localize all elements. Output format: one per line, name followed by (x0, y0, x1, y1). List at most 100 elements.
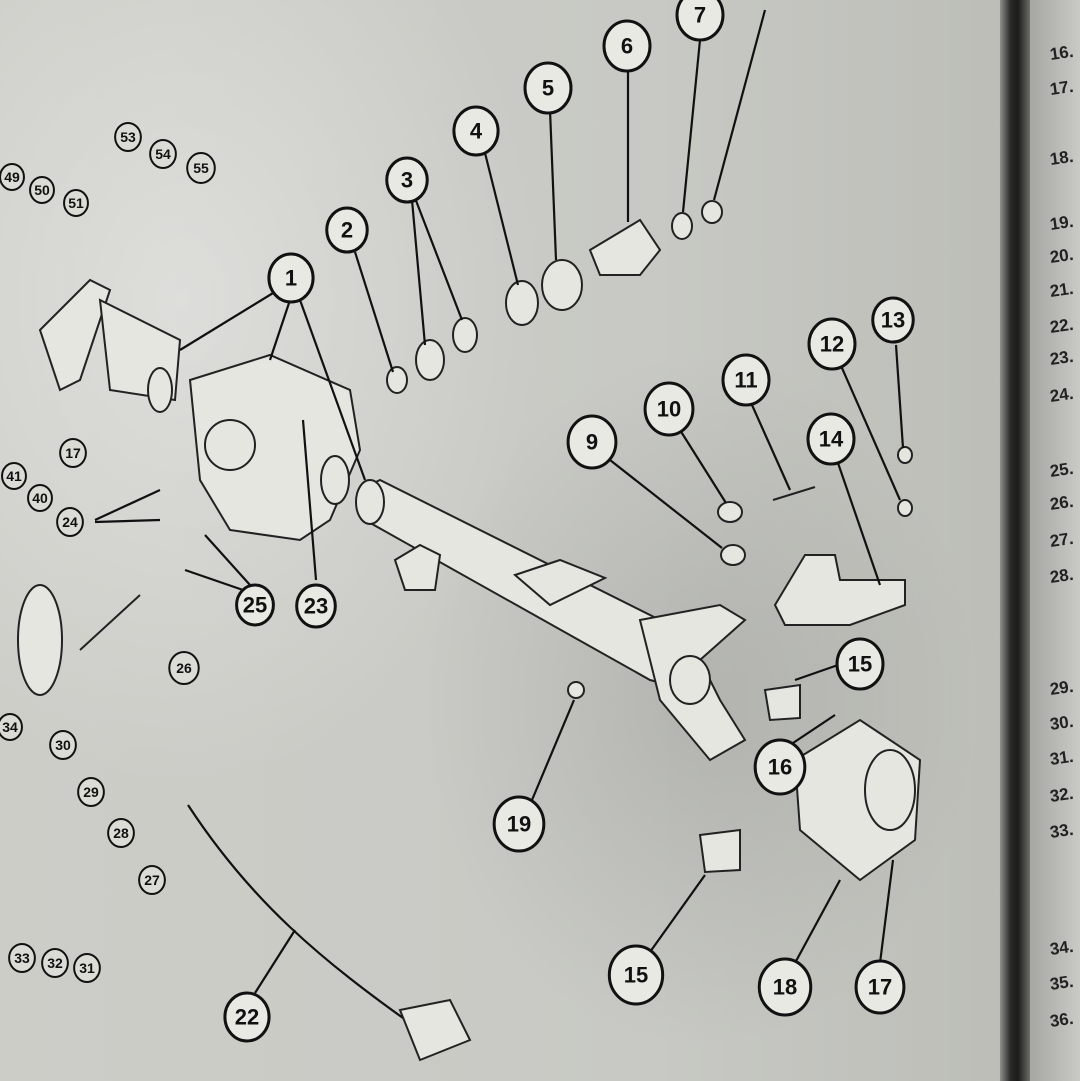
callout-23: 23 (295, 583, 337, 629)
callout-label: 30 (55, 737, 71, 753)
callout-label: 15 (848, 652, 872, 677)
parts-list-number: 35. (1048, 971, 1075, 994)
parts-list-number: 30. (1048, 711, 1075, 734)
callout-label: 17 (868, 975, 892, 1000)
leader-lines (94, 9, 905, 994)
callout-7: 7 (675, 0, 725, 42)
callout-6: 6 (602, 19, 652, 73)
callout-label: 27 (144, 872, 160, 888)
callout-49: 49 (0, 163, 25, 191)
parts-list-number: 23. (1048, 346, 1075, 369)
callout-label: 22 (235, 1005, 259, 1030)
parts-list-number: 36. (1048, 1008, 1075, 1031)
callout-label: 32 (47, 955, 63, 971)
parts-list-number: 26. (1048, 491, 1075, 514)
parts-list-number: 27. (1048, 528, 1075, 551)
callout-label: 6 (621, 34, 633, 59)
callout-55: 55 (186, 152, 216, 184)
callout-15: 15 (607, 944, 665, 1006)
callout-label: 9 (586, 430, 598, 455)
book-gutter (1000, 0, 1030, 1081)
callout-27: 27 (138, 865, 166, 895)
callout-label: 10 (657, 397, 681, 422)
parts-list-number: 32. (1048, 783, 1075, 806)
callout-51: 51 (63, 189, 89, 217)
parts-list-number: 18. (1048, 146, 1075, 169)
callout-15: 15 (835, 637, 885, 691)
parts-list-number: 34. (1048, 936, 1075, 959)
callout-label: 23 (304, 594, 328, 619)
callout-label: 14 (819, 427, 844, 452)
callout-13: 13 (871, 296, 915, 344)
callout-label: 29 (83, 784, 99, 800)
callout-label: 1 (285, 266, 297, 291)
callout-28: 28 (107, 818, 135, 848)
callout-label: 7 (694, 3, 706, 28)
parts-list-number: 29. (1048, 676, 1075, 699)
callout-1: 1 (267, 252, 315, 304)
callout-label: 5 (542, 76, 554, 101)
callout-4: 4 (452, 105, 500, 157)
callout-label: 34 (2, 719, 18, 735)
differential-housing (188, 353, 362, 542)
callout-34: 34 (0, 713, 23, 741)
parts-list-number: 28. (1048, 564, 1075, 587)
callout-label: 4 (470, 119, 483, 144)
callout-30: 30 (49, 730, 77, 760)
callout-24: 24 (56, 507, 84, 537)
callout-9: 9 (566, 414, 618, 470)
callout-40: 40 (27, 484, 53, 512)
parts-list-number: 16. (1048, 41, 1075, 64)
callout-label: 54 (155, 146, 171, 162)
parts-list-number: 22. (1048, 314, 1075, 337)
callout-17: 17 (854, 959, 906, 1015)
yoke-assembly (17, 278, 182, 696)
axle-tube (355, 478, 702, 692)
callout-14: 14 (806, 412, 856, 466)
callout-label: 40 (32, 490, 48, 506)
callout-26: 26 (168, 651, 200, 685)
callout-label: 18 (773, 975, 797, 1000)
callout-16: 16 (753, 738, 807, 796)
callout-54: 54 (149, 139, 177, 169)
callout-label: 50 (34, 182, 50, 198)
callout-label: 26 (176, 660, 192, 676)
callout-2: 2 (325, 206, 369, 254)
callout-label: 24 (62, 514, 78, 530)
axle-end-knuckle (567, 554, 922, 882)
callout-label: 13 (881, 308, 905, 333)
callout-label: 51 (68, 195, 84, 211)
parts-list-number: 24. (1048, 383, 1075, 406)
callout-3: 3 (385, 156, 429, 204)
facing-page (1030, 0, 1080, 1081)
callout-label: 25 (243, 593, 267, 618)
parts-list-number: 21. (1048, 278, 1075, 301)
callout-19: 19 (492, 795, 546, 853)
callout-label: 15 (624, 963, 648, 988)
parts-list-number: 33. (1048, 819, 1075, 842)
callout-41: 41 (1, 462, 27, 490)
callout-10: 10 (643, 381, 695, 437)
callout-label: 41 (6, 468, 22, 484)
callout-25: 25 (235, 583, 275, 627)
callout-29: 29 (77, 777, 105, 807)
callout-label: 11 (734, 368, 757, 393)
callout-53: 53 (114, 122, 142, 152)
callout-17: 17 (59, 438, 87, 468)
callout-18: 18 (757, 957, 813, 1017)
parts-list-number: 25. (1048, 458, 1075, 481)
callout-label: 28 (113, 825, 129, 841)
callout-label: 55 (193, 160, 209, 176)
callout-50: 50 (29, 176, 55, 204)
callout-12: 12 (807, 317, 857, 371)
callout-label: 53 (120, 129, 136, 145)
callout-label: 12 (820, 332, 844, 357)
callout-label: 17 (65, 445, 81, 461)
callout-label: 49 (4, 169, 20, 185)
parts-list-number: 19. (1048, 211, 1075, 234)
callout-5: 5 (523, 61, 573, 115)
callout-label: 19 (507, 812, 531, 837)
